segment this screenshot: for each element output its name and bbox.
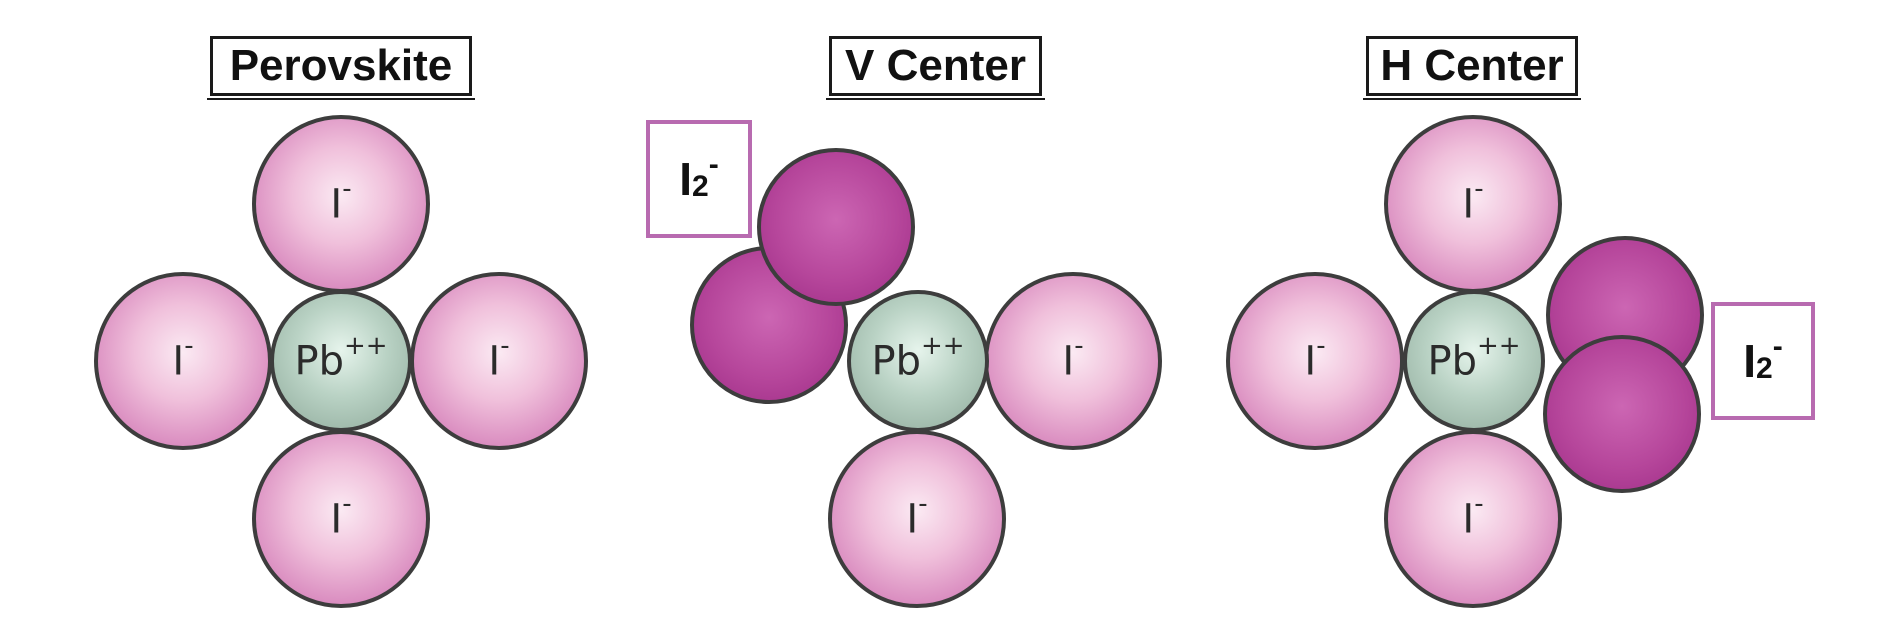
iodide-atom-top: I-	[1384, 115, 1562, 293]
atom-label: I-	[1304, 331, 1326, 385]
lead-atom-center: Pb++	[847, 290, 989, 432]
atom-label: Pb++	[1427, 331, 1521, 385]
iodide-atom-bottom: I-	[252, 430, 430, 608]
v-center-title: V Center	[826, 36, 1045, 100]
perovskite-title: Perovskite	[207, 36, 475, 100]
h-center-title: H Center	[1363, 36, 1581, 100]
atom-label: I-	[488, 331, 510, 385]
atom-label: I-	[906, 489, 928, 543]
iodine-dimer-atom-lower	[1543, 335, 1701, 493]
atom-label: I-	[330, 174, 352, 228]
iodine-dimer-atom-upper	[757, 148, 915, 306]
atom-label: I-	[172, 331, 194, 385]
atom-label: I-	[1462, 489, 1484, 543]
iodide-atom-left: I-	[1226, 272, 1404, 450]
lead-atom-center: Pb++	[1403, 290, 1545, 432]
lead-atom-center: Pb++	[270, 290, 412, 432]
iodide-atom-left: I-	[94, 272, 272, 450]
atom-label: I-	[330, 489, 352, 543]
iodide-atom-right: I-	[410, 272, 588, 450]
atom-label: Pb++	[294, 331, 388, 385]
iodide-atom-bottom: I-	[828, 430, 1006, 608]
atom-label: I-	[1062, 331, 1084, 385]
atom-label: Pb++	[871, 331, 965, 385]
atom-label: I-	[1462, 174, 1484, 228]
iodide-atom-bottom: I-	[1384, 430, 1562, 608]
